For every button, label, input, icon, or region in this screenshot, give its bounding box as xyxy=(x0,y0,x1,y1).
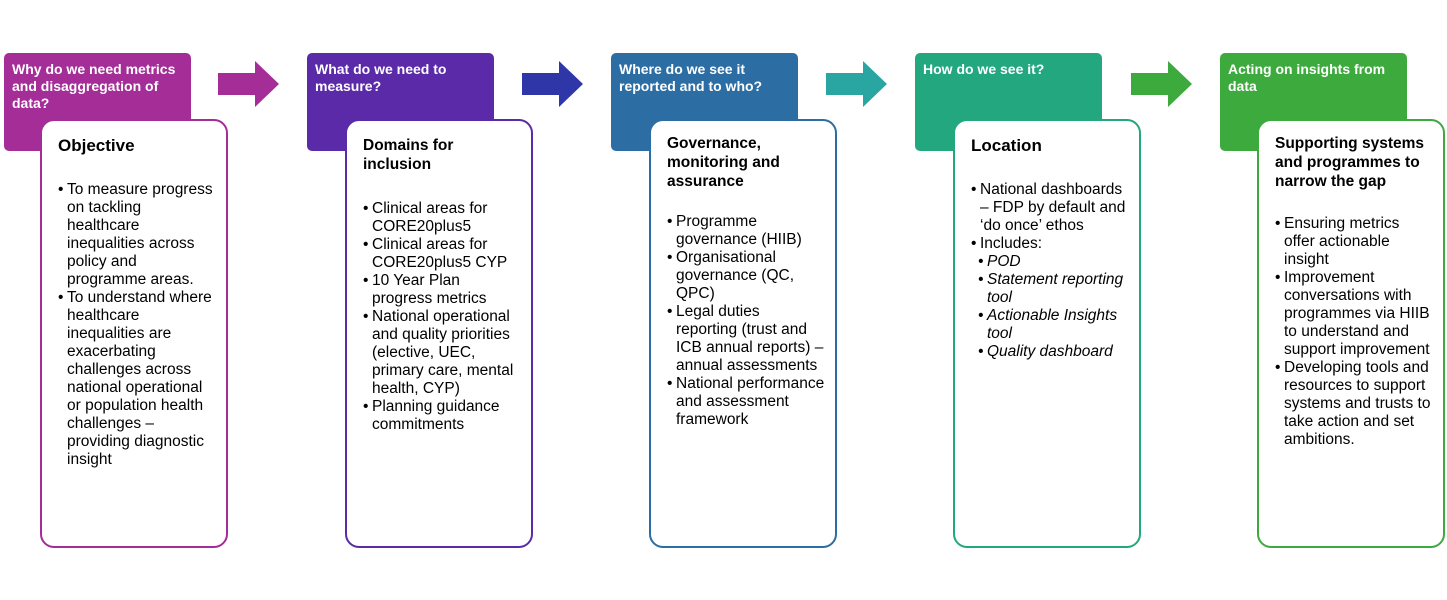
stage-item-list: Clinical areas for CORE20plus5Clinical a… xyxy=(363,200,521,434)
list-item: Actionable Insights tool xyxy=(978,307,1129,343)
flow-arrow-icon xyxy=(826,61,887,107)
list-item: Developing tools and resources to suppor… xyxy=(1275,359,1433,449)
flow-arrow-icon xyxy=(1131,61,1192,107)
list-item: To measure progress on tackling healthca… xyxy=(58,181,216,289)
list-item: Statement reporting tool xyxy=(978,271,1129,307)
stage-card-title: Location xyxy=(971,136,1042,155)
stage-item-list: To measure progress on tackling healthca… xyxy=(58,181,216,469)
list-item: Legal duties reporting (trust and ICB an… xyxy=(667,303,825,375)
list-item: National performance and assessment fram… xyxy=(667,375,825,429)
list-item: Programme governance (HIIB) xyxy=(667,213,825,249)
stage-card-3: Governance, monitoring and assuranceProg… xyxy=(649,119,837,548)
stage-card-title: Objective xyxy=(58,136,135,155)
list-item: Ensuring metrics offer actionable insigh… xyxy=(1275,215,1433,269)
flow-arrow-icon xyxy=(522,61,583,107)
list-item: Improvement conversations with programme… xyxy=(1275,269,1433,359)
stage-item-list: National dashboards – FDP by default and… xyxy=(971,181,1129,361)
list-item: Clinical areas for CORE20plus5 CYP xyxy=(363,236,521,272)
stage-card-1: Objective To measure progress on tackling… xyxy=(40,119,228,548)
list-item: National operational and quality priorit… xyxy=(363,308,521,398)
list-item: To understand where healthcare inequalit… xyxy=(58,289,216,469)
stage-card-title: Domains for inclusion xyxy=(363,137,454,173)
stage-card-title: Supporting systems and programmes to nar… xyxy=(1275,135,1424,190)
flow-arrow-icon xyxy=(218,61,279,107)
list-item: 10 Year Plan progress metrics xyxy=(363,272,521,308)
list-item: National dashboards – FDP by default and… xyxy=(971,181,1129,235)
stage-card-5: Supporting systems and programmes to nar… xyxy=(1257,119,1445,548)
list-item: Clinical areas for CORE20plus5 xyxy=(363,200,521,236)
stage-card-4: LocationNational dashboards – FDP by def… xyxy=(953,119,1141,548)
list-item: Organisational governance (QC, QPC) xyxy=(667,249,825,303)
list-item: Planning guidance commitments xyxy=(363,398,521,434)
stage-item-list: Programme governance (HIIB)Organisationa… xyxy=(667,213,825,429)
stage-card-2: Domains for inclusionClinical areas for … xyxy=(345,119,533,548)
stage-card-title: Governance, monitoring and assurance xyxy=(667,135,780,190)
list-item: Includes: xyxy=(971,235,1129,253)
list-item: POD xyxy=(978,253,1129,271)
list-item: Quality dashboard xyxy=(978,343,1129,361)
stage-item-list: Ensuring metrics offer actionable insigh… xyxy=(1275,215,1433,449)
